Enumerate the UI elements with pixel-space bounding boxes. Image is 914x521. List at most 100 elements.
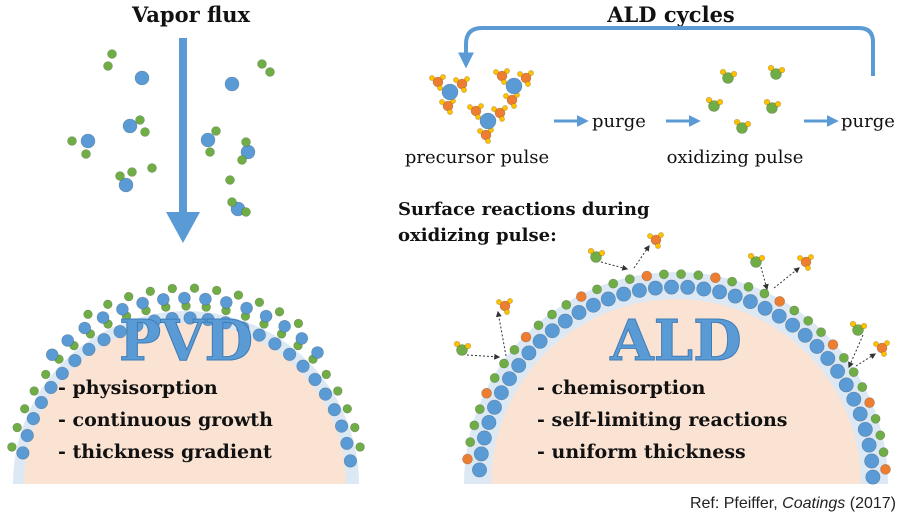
oxidizing-pulse-label: oxidizing pulse [667,147,804,168]
oxygen-atom [107,49,117,59]
metal-atom [476,430,492,446]
metal-atom [259,309,273,323]
oxygen-atom [67,136,77,146]
oxygen-atom [342,404,352,414]
hydrogen-atom [647,233,653,239]
hydrogen-atom [467,104,473,110]
metal-atom [240,301,253,315]
hydrogen-atom [511,103,517,109]
oxygen-atom [789,305,800,316]
hydrogen-atom [849,320,857,328]
hydrogen-atom [587,247,595,255]
oxidant-atom [770,68,782,80]
reaction-arrow [633,245,650,269]
hydrogen-atom [439,99,445,105]
metal-atom [136,296,149,310]
hydrogen-atom [478,103,484,109]
metal-atom [616,286,632,302]
hydrogen-atom [447,109,453,115]
reference-citation: Ref: Pfeiffer, Coatings (2017) [690,495,896,512]
metal-atom [335,419,349,433]
hydrogen-atom [504,309,510,315]
metal-atom [327,403,342,417]
hydrogen-atom [716,98,724,106]
metal-atom [696,281,712,297]
ald-bullet-1: - chemisorption [537,377,706,399]
hydrogen-atom [873,341,879,347]
oxygen-atom [743,281,754,292]
ligand-atom [827,339,839,350]
oxygen-atom [350,422,360,433]
metal-atom [600,291,616,307]
hydrogen-atom [429,75,435,81]
hydrogen-atom [655,243,661,249]
metal-atom [493,385,509,401]
metal-atom [809,338,825,354]
metal-atom [122,118,138,134]
oxidant-molecules [705,64,786,134]
metal-atom [557,313,573,329]
oxygen-atom [693,270,704,281]
metal-atom [45,348,59,362]
oxygen-atom [848,367,859,377]
reference-journal: Coatings [782,495,845,512]
surface-reactions-heading-1: Surface reactions during [398,199,650,220]
oxygen-atom [103,61,113,71]
metal-atom [157,293,170,306]
oxygen-atom [875,430,886,441]
hydrogen-atom [797,255,803,261]
metal-atom [201,312,215,327]
precursor-pulse-label: precursor pulse [405,147,549,168]
oxygen-atom [225,175,235,185]
hydrogen-atom [860,322,868,330]
oxygen-atom [474,404,485,414]
metal-atom [571,304,587,320]
metal-atom [663,279,679,295]
oxidant-atom [590,251,602,263]
ligand-atom [774,296,786,307]
oxygen-atom [659,269,669,280]
oxygen-atom [257,59,267,69]
oxygen-atom [839,352,849,363]
ald-substrate [491,299,861,484]
oxygen-atom [212,285,222,296]
metal-atom [797,327,813,343]
metal-atom [647,280,663,296]
ligand-atom [641,270,653,282]
hydrogen-atom [805,265,811,271]
oxidant-atom [736,122,748,134]
reaction-arrow [773,267,800,289]
oxygen-atom [145,286,156,296]
oxygen-atom [241,207,251,217]
hydrogen-atom [767,64,775,72]
oxygen-atom [20,404,30,414]
reference-year: (2017) [845,495,896,512]
metal-atom [471,462,487,478]
oxygen-atom [81,149,91,159]
metal-center-atom [505,77,523,95]
oxygen-atom [469,420,480,431]
reaction-arrow [600,261,629,271]
vapor-flux-title: Vapor flux [131,2,251,27]
hydrogen-atom [461,87,467,93]
oxygen-atom [499,358,509,369]
oxygen-atom [189,283,200,293]
metal-atom [838,377,854,393]
metal-atom [631,282,647,298]
ligand-atom [462,453,473,465]
hydrogen-atom [477,128,483,134]
metal-atom [852,406,868,422]
oxygen-atom [147,163,157,173]
hydrogen-atom [440,74,446,80]
reaction-arrow [848,334,864,369]
metal-atom [521,345,537,361]
hydrogen-atom [503,93,509,99]
metal-atom [268,337,282,351]
ald-bullet-3: - uniform thickness [537,441,746,463]
hydrogen-atom [658,232,664,238]
metal-atom [130,318,144,333]
pvd-bullet-2: - continuous growth [58,409,273,431]
metal-atom [757,300,773,316]
hydrogen-atom [881,351,887,357]
oxygen-atom [676,269,686,279]
